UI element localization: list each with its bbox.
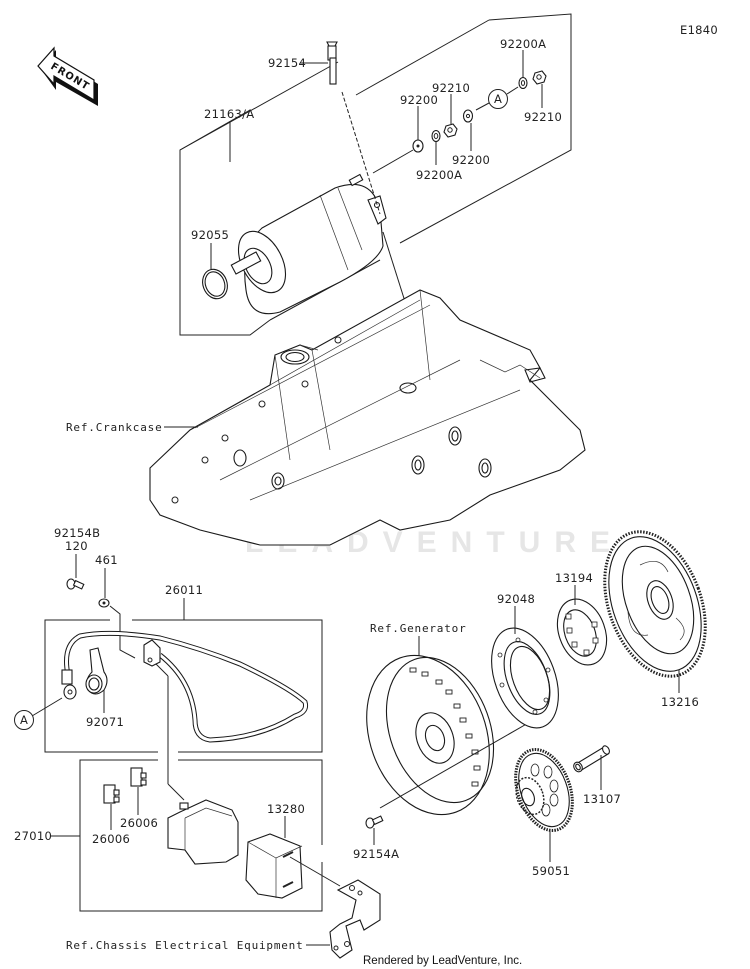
- starter-motor[interactable]: [229, 173, 387, 315]
- terminal-leader: [372, 149, 414, 174]
- fuse-26006-2[interactable]: [130, 767, 147, 787]
- shaft-13107[interactable]: [572, 745, 611, 774]
- washer-92200-2[interactable]: [462, 109, 474, 123]
- credit-text: Rendered by LeadVenture, Inc.: [363, 955, 522, 967]
- callout-21163a[interactable]: 21163/A: [204, 107, 254, 121]
- washer-461[interactable]: [98, 598, 110, 608]
- nut-92210-2[interactable]: [532, 70, 547, 85]
- callout-92154a[interactable]: 92154A: [353, 847, 399, 861]
- front-arrow-icon: FRONT: [37, 46, 98, 106]
- callout-92071[interactable]: 92071: [86, 715, 124, 729]
- ref-crankcase[interactable]: Ref.Crankcase: [66, 421, 163, 434]
- rotor-bolt-axis: [379, 721, 531, 809]
- callout-26011[interactable]: 26011: [165, 583, 203, 597]
- fuse-26006-1[interactable]: [103, 784, 120, 804]
- callout-13107[interactable]: 13107: [583, 792, 621, 806]
- callout-13280[interactable]: 13280: [267, 802, 305, 816]
- callout-92154b[interactable]: 92154B: [54, 526, 100, 540]
- callout-92200-1[interactable]: 92200: [400, 93, 438, 107]
- box-starter-right: [399, 13, 572, 244]
- idle-gear-59051[interactable]: [505, 742, 583, 839]
- bolt-92154[interactable]: [326, 41, 338, 85]
- callout-92048[interactable]: 92048: [497, 592, 535, 606]
- callout-92210-2[interactable]: 92210: [524, 110, 562, 124]
- generator-rotor[interactable]: [345, 638, 512, 832]
- callout-92154[interactable]: 92154: [268, 56, 306, 70]
- callout-461[interactable]: 461: [95, 553, 118, 567]
- callout-13216[interactable]: 13216: [661, 695, 699, 709]
- box-relay: [79, 759, 323, 912]
- callout-27010[interactable]: 27010: [14, 829, 52, 843]
- svg-text:A: A: [20, 713, 28, 727]
- callout-26006-1[interactable]: 26006: [92, 832, 130, 846]
- crankcase[interactable]: [149, 289, 586, 546]
- starter-relay[interactable]: [167, 799, 239, 865]
- box-cable-right: [132, 619, 323, 753]
- callout-92200a-1[interactable]: 92200A: [416, 168, 462, 182]
- callout-92210-1[interactable]: 92210: [432, 81, 470, 95]
- box-cable-left: [44, 619, 158, 753]
- cable-to-relay-leader: [155, 663, 169, 677]
- washer-92200a-2[interactable]: [518, 76, 528, 90]
- starter-gear-13216[interactable]: [586, 518, 724, 690]
- ref-generator[interactable]: Ref.Generator: [370, 622, 467, 635]
- nut-92210-1[interactable]: [443, 123, 458, 138]
- diagram-code: E1840: [680, 23, 718, 37]
- box-starter-top-a: [179, 61, 339, 151]
- bolt-axis: [341, 91, 381, 215]
- connector-marker-a-top: A: [488, 89, 508, 109]
- callout-92200-2[interactable]: 92200: [452, 153, 490, 167]
- bearing-92048[interactable]: [479, 619, 571, 737]
- ref-chassis-electrical[interactable]: Ref.Chassis Electrical Equipment: [66, 939, 304, 952]
- callout-59051[interactable]: 59051: [532, 864, 570, 878]
- bolt-92154b[interactable]: [66, 578, 85, 590]
- box-starter-top-b: [355, 19, 490, 96]
- callout-92200a-2[interactable]: 92200A: [500, 37, 546, 51]
- callout-92055[interactable]: 92055: [191, 228, 229, 242]
- o-ring-92055[interactable]: [199, 266, 232, 302]
- box-relay-right: [178, 759, 323, 845]
- callout-26006-2[interactable]: 26006: [120, 816, 158, 830]
- callout-13194[interactable]: 13194: [555, 571, 593, 585]
- cap-92071[interactable]: [85, 647, 108, 695]
- washer-92200a-1[interactable]: [431, 129, 441, 143]
- connector-marker-a-cable: A: [14, 710, 34, 730]
- battery-cable-26011[interactable]: [61, 630, 308, 743]
- chassis-bracket[interactable]: [329, 879, 381, 959]
- bolt-92154a[interactable]: [365, 815, 384, 829]
- starter-motor-group: 92154 92200 92200A 92210 92200 A: [179, 13, 572, 336]
- washer-92200-1[interactable]: [412, 139, 424, 153]
- one-way-clutch-13194[interactable]: [549, 592, 615, 672]
- relay-13280[interactable]: [245, 833, 303, 899]
- callout-92154b-qty: 120: [65, 539, 88, 553]
- svg-text:A: A: [494, 92, 502, 106]
